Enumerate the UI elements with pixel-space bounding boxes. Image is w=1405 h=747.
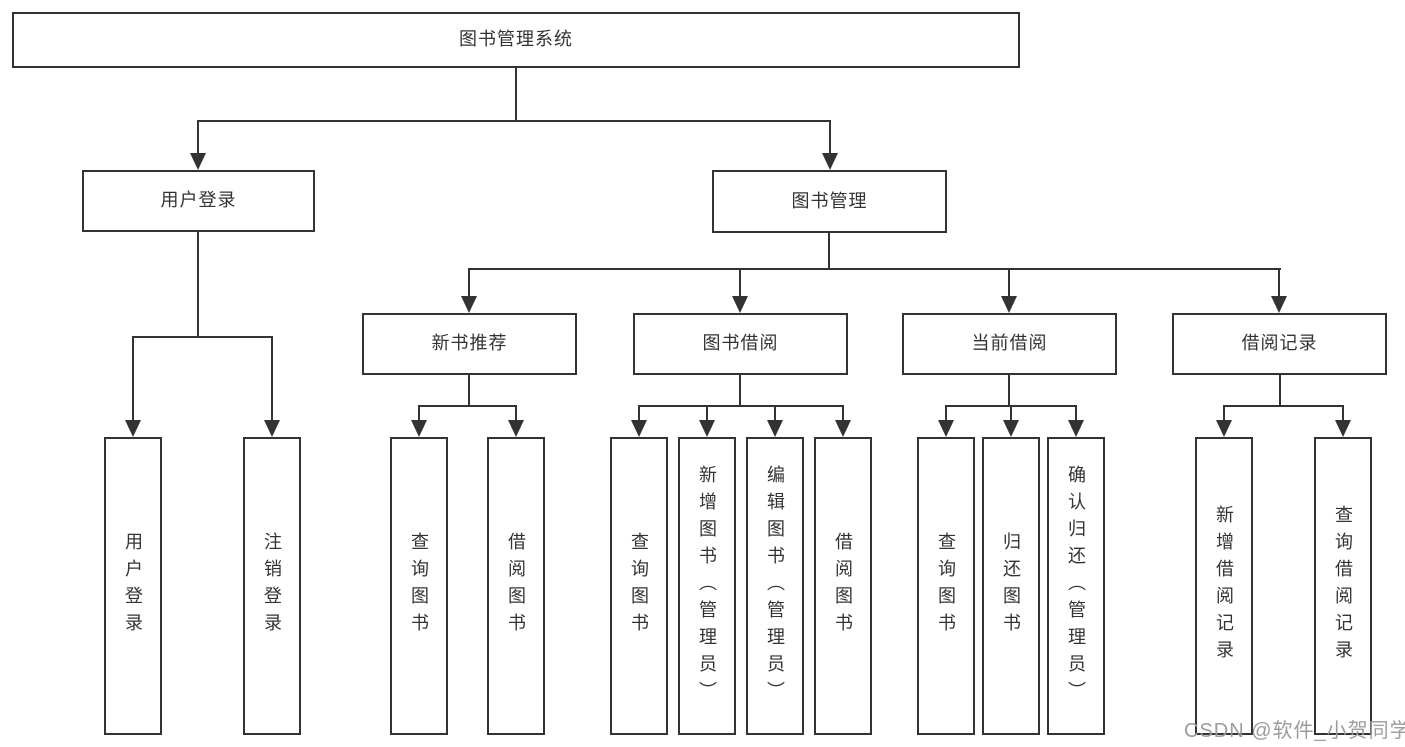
arrowhead-icon (732, 296, 748, 313)
leaf-records-add-record: 新增借阅记录 (1195, 437, 1253, 735)
connector-line (468, 270, 470, 296)
connector-line (638, 407, 640, 420)
connector-line (418, 407, 420, 420)
leaf-borrow-edit-books-admin: 编辑图书（管理员） (746, 437, 804, 735)
connector-line (1342, 407, 1344, 420)
arrowhead-icon (699, 420, 715, 437)
connector-line (1010, 407, 1012, 420)
arrowhead-icon (508, 420, 524, 437)
arrowhead-icon (938, 420, 954, 437)
connector-line (945, 405, 1077, 407)
leaf-current-confirm-return-admin: 确认归还（管理员） (1047, 437, 1105, 735)
arrowhead-icon (1271, 296, 1287, 313)
connector-line (515, 68, 517, 122)
arrowhead-icon (631, 420, 647, 437)
connector-line (739, 375, 741, 405)
leaf-borrow-add-books-admin: 新增图书（管理员） (678, 437, 736, 735)
connector-line (197, 120, 831, 122)
connector-line (1279, 375, 1281, 405)
leaf-logout: 注销登录 (243, 437, 301, 735)
arrowhead-icon (767, 420, 783, 437)
arrowhead-icon (190, 153, 206, 170)
arrowhead-icon (1003, 420, 1019, 437)
leaf-current-return-books: 归还图书 (982, 437, 1040, 735)
node-current-borrow: 当前借阅 (902, 313, 1117, 375)
arrowhead-icon (1001, 296, 1017, 313)
connector-line (1008, 270, 1010, 296)
connector-line (1223, 407, 1225, 420)
arrowhead-icon (125, 420, 141, 437)
node-book-management: 图书管理 (712, 170, 947, 233)
connector-line (197, 122, 199, 154)
connector-line (739, 270, 741, 296)
node-book-borrow: 图书借阅 (633, 313, 848, 375)
arrowhead-icon (264, 420, 280, 437)
leaf-borrow-borrow-books: 借阅图书 (814, 437, 872, 735)
node-borrow-records: 借阅记录 (1172, 313, 1387, 375)
connector-line (468, 268, 1281, 270)
leaf-current-query-books: 查询图书 (917, 437, 975, 735)
leaf-newbook-borrow-books: 借阅图书 (487, 437, 545, 735)
connector-line (1008, 375, 1010, 405)
connector-line (468, 375, 470, 405)
arrowhead-icon (461, 296, 477, 313)
leaf-user-login: 用户登录 (104, 437, 162, 735)
arrowhead-icon (835, 420, 851, 437)
arrowhead-icon (411, 420, 427, 437)
connector-line (132, 338, 134, 420)
connector-line (945, 407, 947, 420)
leaf-records-query-record: 查询借阅记录 (1314, 437, 1372, 735)
connector-line (842, 407, 844, 420)
connector-line (706, 407, 708, 420)
node-root: 图书管理系统 (12, 12, 1020, 68)
connector-line (1075, 407, 1077, 420)
arrowhead-icon (1216, 420, 1232, 437)
connector-line (828, 233, 830, 268)
connector-line (271, 338, 273, 420)
connector-line (638, 405, 844, 407)
connector-line (1223, 405, 1344, 407)
leaf-borrow-query-books: 查询图书 (610, 437, 668, 735)
connector-line (1278, 270, 1280, 296)
connector-line (132, 336, 273, 338)
node-new-book-recommend: 新书推荐 (362, 313, 577, 375)
leaf-newbook-query-books: 查询图书 (390, 437, 448, 735)
connector-line (515, 407, 517, 420)
node-user-login: 用户登录 (82, 170, 315, 232)
watermark: CSDN @软件_小贺同学 (1184, 720, 1405, 742)
connector-line (774, 407, 776, 420)
connector-line (829, 122, 831, 154)
arrowhead-icon (822, 153, 838, 170)
arrowhead-icon (1068, 420, 1084, 437)
connector-line (197, 232, 199, 336)
connector-line (418, 405, 517, 407)
arrowhead-icon (1335, 420, 1351, 437)
